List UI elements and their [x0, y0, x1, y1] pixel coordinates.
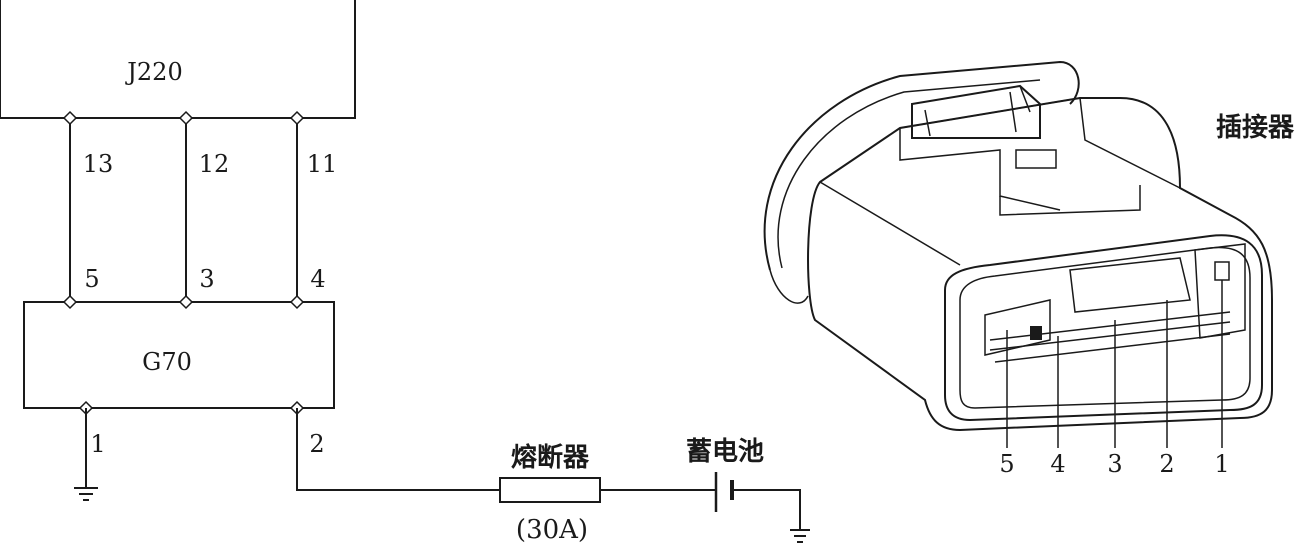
connector-pin-4: 4 [1050, 450, 1065, 478]
ecu-label: J220 [124, 58, 182, 86]
ecu-pin-13: 13 [83, 150, 114, 178]
wire-power [296, 408, 500, 491]
connector-pin-3: 3 [1107, 450, 1122, 478]
ground-symbol-right [790, 529, 810, 543]
fuse-label: 熔断器 [511, 442, 590, 473]
ecu-pin-12: 12 [199, 150, 230, 178]
sensor-pin-5: 5 [84, 265, 99, 293]
sensor-pin-1: 1 [90, 430, 105, 458]
connector-pin-5: 5 [999, 450, 1014, 478]
sensor-box [23, 301, 335, 409]
ecu-terminals [62, 110, 305, 126]
sensor-label: G70 [142, 348, 192, 376]
ecu-box [0, 0, 356, 119]
ecu-pin-11: 11 [307, 150, 338, 178]
connector-label: 插接器 [1216, 113, 1295, 143]
battery-symbol [714, 472, 734, 512]
fuse-symbol [499, 477, 601, 503]
sensor-pin-2: 2 [309, 430, 324, 458]
sensor-pin-3: 3 [199, 265, 214, 293]
connector-pin-2: 2 [1159, 450, 1174, 478]
ground-symbol-left [74, 487, 98, 501]
connector-pin-1: 1 [1214, 450, 1229, 478]
sensor-pin-4: 4 [310, 265, 325, 293]
wire-battery-ground [732, 489, 801, 530]
sensor-terminals-top [62, 294, 305, 310]
connector-illustration [763, 60, 1273, 448]
battery-label: 蓄电池 [686, 437, 764, 467]
fuse-rating: (30A) [516, 515, 588, 545]
